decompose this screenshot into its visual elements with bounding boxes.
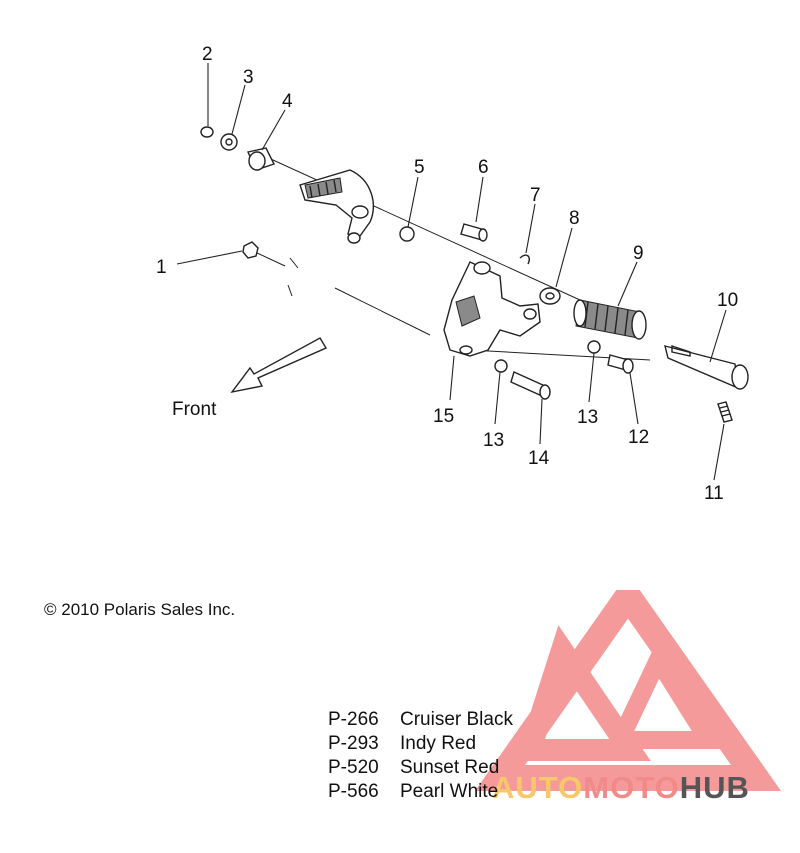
watermark-moto: MOTO (583, 770, 680, 805)
leader-7 (525, 203, 536, 254)
part-11-screw-icon (717, 401, 733, 423)
callout-3: 3 (243, 67, 254, 88)
leader-6 (475, 176, 484, 223)
callout-6: 6 (478, 157, 489, 178)
color-options-legend: P-266 Cruiser Black P-293 Indy Red P-520… (328, 708, 513, 804)
callout-12: 12 (628, 427, 649, 448)
callout-11: 11 (704, 483, 724, 504)
leader-12 (629, 372, 639, 425)
leader-10 (709, 309, 727, 363)
part-3-washer-hole (225, 138, 233, 146)
callout-7: 7 (530, 185, 541, 206)
callout-1: 1 (156, 257, 167, 278)
callout-15: 15 (433, 406, 454, 427)
axis-break-2 (287, 284, 293, 297)
leader-13b (588, 352, 595, 403)
leader-3 (231, 84, 246, 135)
legend-row: P-566 Pearl White (328, 780, 513, 804)
color-name: Indy Red (400, 733, 477, 754)
legend-row: P-293 Indy Red (328, 732, 513, 756)
part-15-bracket-icon (443, 261, 541, 357)
color-name: Sunset Red (400, 757, 500, 778)
shift-arm-icon (299, 169, 374, 244)
watermark-logo-icon (474, 590, 782, 791)
axis-line-lower (334, 287, 431, 336)
axis-line-upper (261, 154, 581, 301)
part-13b-washer-icon (587, 340, 601, 354)
leader-4 (261, 109, 286, 151)
part-9-footrest-rubber-icon (573, 299, 647, 340)
callout-14: 14 (528, 448, 550, 469)
callout-10: 10 (717, 290, 738, 311)
color-name: Cruiser Black (400, 709, 513, 730)
copyright-text: © 2010 Polaris Sales Inc. (44, 600, 236, 619)
front-label: Front (172, 399, 217, 420)
callout-4: 4 (282, 91, 293, 112)
leader-8 (555, 227, 573, 288)
part-13-washer-icon (494, 359, 508, 373)
part-8-washer-hole (545, 292, 555, 300)
part-14-bolt-icon (510, 371, 551, 400)
axis-break-1 (289, 257, 299, 269)
color-code: P-520 (328, 757, 379, 778)
part-8-washer-icon (539, 287, 561, 305)
part-4-bushing-icon (247, 147, 275, 171)
legend-row: P-266 Cruiser Black (328, 708, 513, 732)
callout-8: 8 (569, 208, 580, 229)
leader-11 (713, 423, 725, 481)
watermark-auto: AUTO (492, 770, 584, 805)
part-1-nut-icon (242, 241, 259, 259)
color-name: Pearl White (400, 781, 499, 802)
color-code: P-293 (328, 733, 379, 754)
part-3-washer-icon (220, 133, 238, 151)
part-5-washer-icon (399, 226, 415, 242)
color-code: P-266 (328, 709, 379, 730)
legend-row: P-520 Sunset Red (328, 756, 513, 780)
part-2-clip-icon (200, 126, 214, 138)
callout-13a: 13 (483, 430, 504, 451)
watermark-wordmark: AUTOMOTOHUB (492, 770, 750, 806)
callout-13b: 13 (577, 407, 598, 428)
leader-9 (617, 261, 638, 307)
leader-13a (494, 371, 501, 425)
part-10-footpeg-icon (664, 345, 749, 390)
part-7-clip-icon (519, 254, 530, 265)
watermark-hub: HUB (679, 770, 750, 805)
callout-9: 9 (633, 243, 644, 264)
leader-14 (539, 398, 543, 445)
part-12-bolt-icon (607, 354, 634, 374)
front-arrow-icon (230, 337, 328, 394)
leader-1 (176, 250, 243, 265)
exploded-parts-diagram: Front 1 2 3 4 5 6 7 8 9 10 11 12 13 13 1… (156, 44, 749, 504)
callout-2: 2 (202, 44, 213, 65)
leader-15 (449, 355, 455, 401)
callout-5: 5 (414, 157, 425, 178)
part-6-pin-icon (460, 223, 488, 242)
axis-line-nut (254, 251, 286, 267)
leader-5 (407, 176, 419, 228)
color-code: P-566 (328, 781, 379, 802)
